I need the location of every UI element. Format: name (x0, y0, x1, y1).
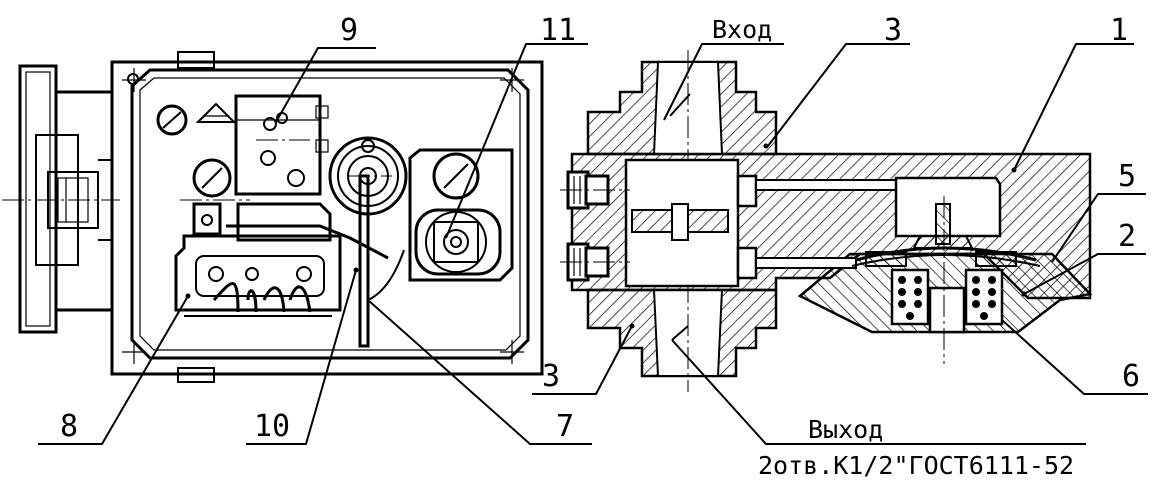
label-10: 10 (254, 409, 290, 444)
label-7: 7 (556, 409, 574, 444)
label-3-top: 3 (884, 13, 902, 48)
label-6: 6 (1122, 359, 1140, 394)
label-thread-note: 2отв.К1/2"ГОСТ6111-52 (758, 451, 1074, 480)
label-inlet: Вход (712, 15, 772, 44)
left-plan-view (2, 51, 544, 383)
label-11: 11 (540, 13, 576, 48)
label-3-bottom: 3 (542, 359, 560, 394)
label-2: 2 (1118, 219, 1136, 254)
label-5: 5 (1118, 159, 1136, 194)
label-1: 1 (1110, 13, 1128, 48)
label-8: 8 (60, 409, 78, 444)
label-outlet: Выход (808, 415, 883, 444)
right-section-view (185, 50, 1093, 392)
label-9: 9 (340, 13, 358, 48)
callout-labels: 9 11 Вход 3 1 5 2 6 3 8 10 7 Выход 2отв.… (60, 13, 1140, 480)
leader-lines (38, 43, 1148, 445)
